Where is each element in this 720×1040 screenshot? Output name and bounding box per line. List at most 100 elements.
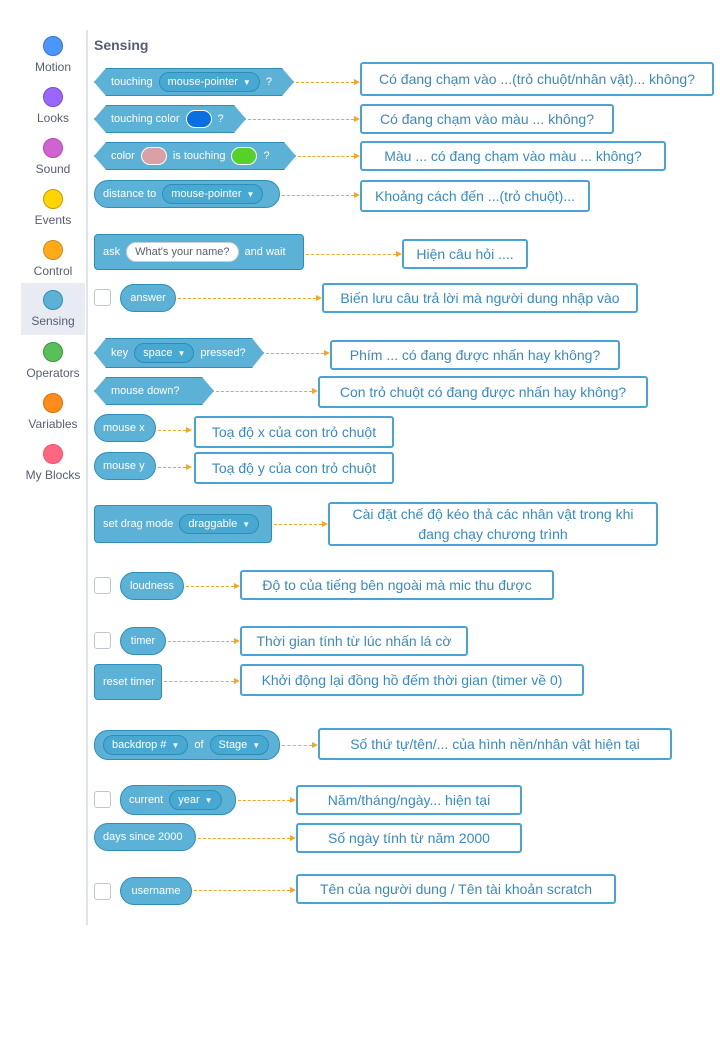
answer-block[interactable]: answer <box>120 284 176 312</box>
mouse-y-block[interactable]: mouse y <box>94 452 156 480</box>
control-dot-icon <box>43 240 63 260</box>
category-label: Events <box>34 213 72 227</box>
caret-down-icon: ▼ <box>177 348 186 358</box>
caret-down-icon: ▼ <box>242 519 251 529</box>
connector-arrow <box>238 797 296 803</box>
note-drag-mode: Cài đặt chế độ kéo thả các nhân vật tron… <box>328 502 658 546</box>
note-touching-color: Có đang chạm vào màu ... không? <box>360 104 614 134</box>
category-events[interactable]: Events <box>21 184 85 234</box>
sensing-dot-icon <box>43 290 63 310</box>
connector-arrow <box>158 427 192 433</box>
mouse-x-block[interactable]: mouse x <box>94 414 156 442</box>
ask-and-wait-block[interactable]: ask What's your name? and wait <box>94 234 304 270</box>
variables-dot-icon <box>43 393 63 413</box>
note-mouse-y: Toạ độ y của con trỏ chuột <box>194 452 394 484</box>
caret-down-icon: ▼ <box>171 740 180 750</box>
loudness-checkbox[interactable] <box>94 577 111 594</box>
connector-arrow <box>306 251 402 257</box>
touching-dropdown[interactable]: mouse-pointer▼ <box>159 72 260 92</box>
category-label: Variables <box>28 417 78 431</box>
current-checkbox[interactable] <box>94 791 111 808</box>
category-label: Motion <box>34 60 72 74</box>
connector-arrow <box>164 678 240 684</box>
note-mouse-down: Con trỏ chuột có đang được nhấn hay khôn… <box>318 376 648 408</box>
category-looks[interactable]: Looks <box>21 82 85 132</box>
operators-dot-icon <box>43 342 63 362</box>
category-label: Sensing <box>31 314 75 328</box>
color-touching-color-block[interactable]: color is touching ? <box>94 142 296 170</box>
category-operators[interactable]: Operators <box>21 337 85 387</box>
looks-dot-icon <box>43 87 63 107</box>
caret-down-icon: ▼ <box>242 77 251 87</box>
caret-down-icon: ▼ <box>204 795 213 805</box>
set-drag-mode-block[interactable]: set drag mode draggable▼ <box>94 505 272 543</box>
note-color-touching: Màu ... có đang chạm vào màu ... không? <box>360 141 666 171</box>
key-pressed-block[interactable]: key space▼ pressed? <box>94 338 264 368</box>
current-dropdown[interactable]: year▼ <box>169 790 222 810</box>
distance-dropdown[interactable]: mouse-pointer▼ <box>162 184 264 204</box>
days-since-2000-block[interactable]: days since 2000 <box>94 823 196 851</box>
connector-arrow <box>298 153 360 159</box>
distance-to-block[interactable]: distance to mouse-pointer▼ <box>94 180 280 208</box>
connector-arrow <box>282 742 318 748</box>
category-control[interactable]: Control <box>21 235 85 285</box>
timer-block[interactable]: timer <box>120 627 166 655</box>
timer-checkbox[interactable] <box>94 632 111 649</box>
connector-arrow <box>282 192 360 198</box>
section-title: Sensing <box>94 37 149 53</box>
note-current: Năm/tháng/ngày... hiện tại <box>296 785 522 815</box>
note-username: Tên của người dung / Tên tài khoản scrat… <box>296 874 616 904</box>
note-backdrop: Số thứ tự/tên/... của hình nền/nhân vật … <box>318 728 672 760</box>
connector-arrow <box>158 464 192 470</box>
note-distance: Khoảng cách đến ...(trỏ chuột)... <box>360 180 590 212</box>
current-block[interactable]: current year▼ <box>120 785 236 815</box>
note-touching: Có đang chạm vào ...(trỏ chuột/nhân vật)… <box>360 62 714 96</box>
connector-arrow <box>296 79 360 85</box>
note-mouse-x: Toạ độ x của con trỏ chuột <box>194 416 394 448</box>
backdrop-of-stage-block[interactable]: backdrop #▼ of Stage▼ <box>94 730 280 760</box>
touching-color-block[interactable]: touching color ? <box>94 105 246 133</box>
my-blocks-dot-icon <box>43 444 63 464</box>
backdrop-property-dropdown[interactable]: backdrop #▼ <box>103 735 189 755</box>
caret-down-icon: ▼ <box>246 189 255 199</box>
category-label: My Blocks <box>25 468 81 482</box>
note-days-since: Số ngày tính từ năm 2000 <box>296 823 522 853</box>
connector-arrow <box>168 638 240 644</box>
drag-mode-dropdown[interactable]: draggable▼ <box>179 514 260 534</box>
category-sensing[interactable]: Sensing <box>21 283 85 335</box>
username-block[interactable]: username <box>120 877 192 905</box>
palette-divider <box>86 30 88 925</box>
mouse-down-block[interactable]: mouse down? <box>94 377 214 405</box>
connector-arrow <box>274 521 328 527</box>
answer-checkbox[interactable] <box>94 289 111 306</box>
category-sound[interactable]: Sound <box>21 133 85 183</box>
connector-arrow <box>216 388 318 394</box>
note-timer: Thời gian tính từ lúc nhấn lá cờ <box>240 626 468 656</box>
note-loudness: Độ to của tiếng bên ngoài mà mic thu đượ… <box>240 570 554 600</box>
reset-timer-block[interactable]: reset timer <box>94 664 162 700</box>
color-swatch-2[interactable] <box>231 147 257 165</box>
motion-dot-icon <box>43 36 63 56</box>
category-my-blocks[interactable]: My Blocks <box>21 439 85 489</box>
connector-arrow <box>248 116 360 122</box>
loudness-block[interactable]: loudness <box>120 572 184 600</box>
color-swatch[interactable] <box>186 110 212 128</box>
connector-arrow <box>198 835 296 841</box>
events-dot-icon <box>43 189 63 209</box>
note-key-pressed: Phím ... có đang được nhấn hay không? <box>330 340 620 370</box>
key-dropdown[interactable]: space▼ <box>134 343 194 363</box>
connector-arrow <box>178 295 322 301</box>
sound-dot-icon <box>43 138 63 158</box>
touching-block[interactable]: touching mouse-pointer▼ ? <box>94 68 294 96</box>
note-answer: Biến lưu câu trả lời mà người dung nhập … <box>322 283 638 313</box>
category-variables[interactable]: Variables <box>21 388 85 438</box>
category-label: Operators <box>26 366 80 380</box>
category-label: Control <box>33 264 73 278</box>
backdrop-target-dropdown[interactable]: Stage▼ <box>209 735 270 755</box>
username-checkbox[interactable] <box>94 883 111 900</box>
color-swatch-1[interactable] <box>141 147 167 165</box>
ask-question-input[interactable]: What's your name? <box>126 242 239 262</box>
category-motion[interactable]: Motion <box>21 31 85 81</box>
connector-arrow <box>266 350 330 356</box>
connector-arrow <box>186 583 240 589</box>
